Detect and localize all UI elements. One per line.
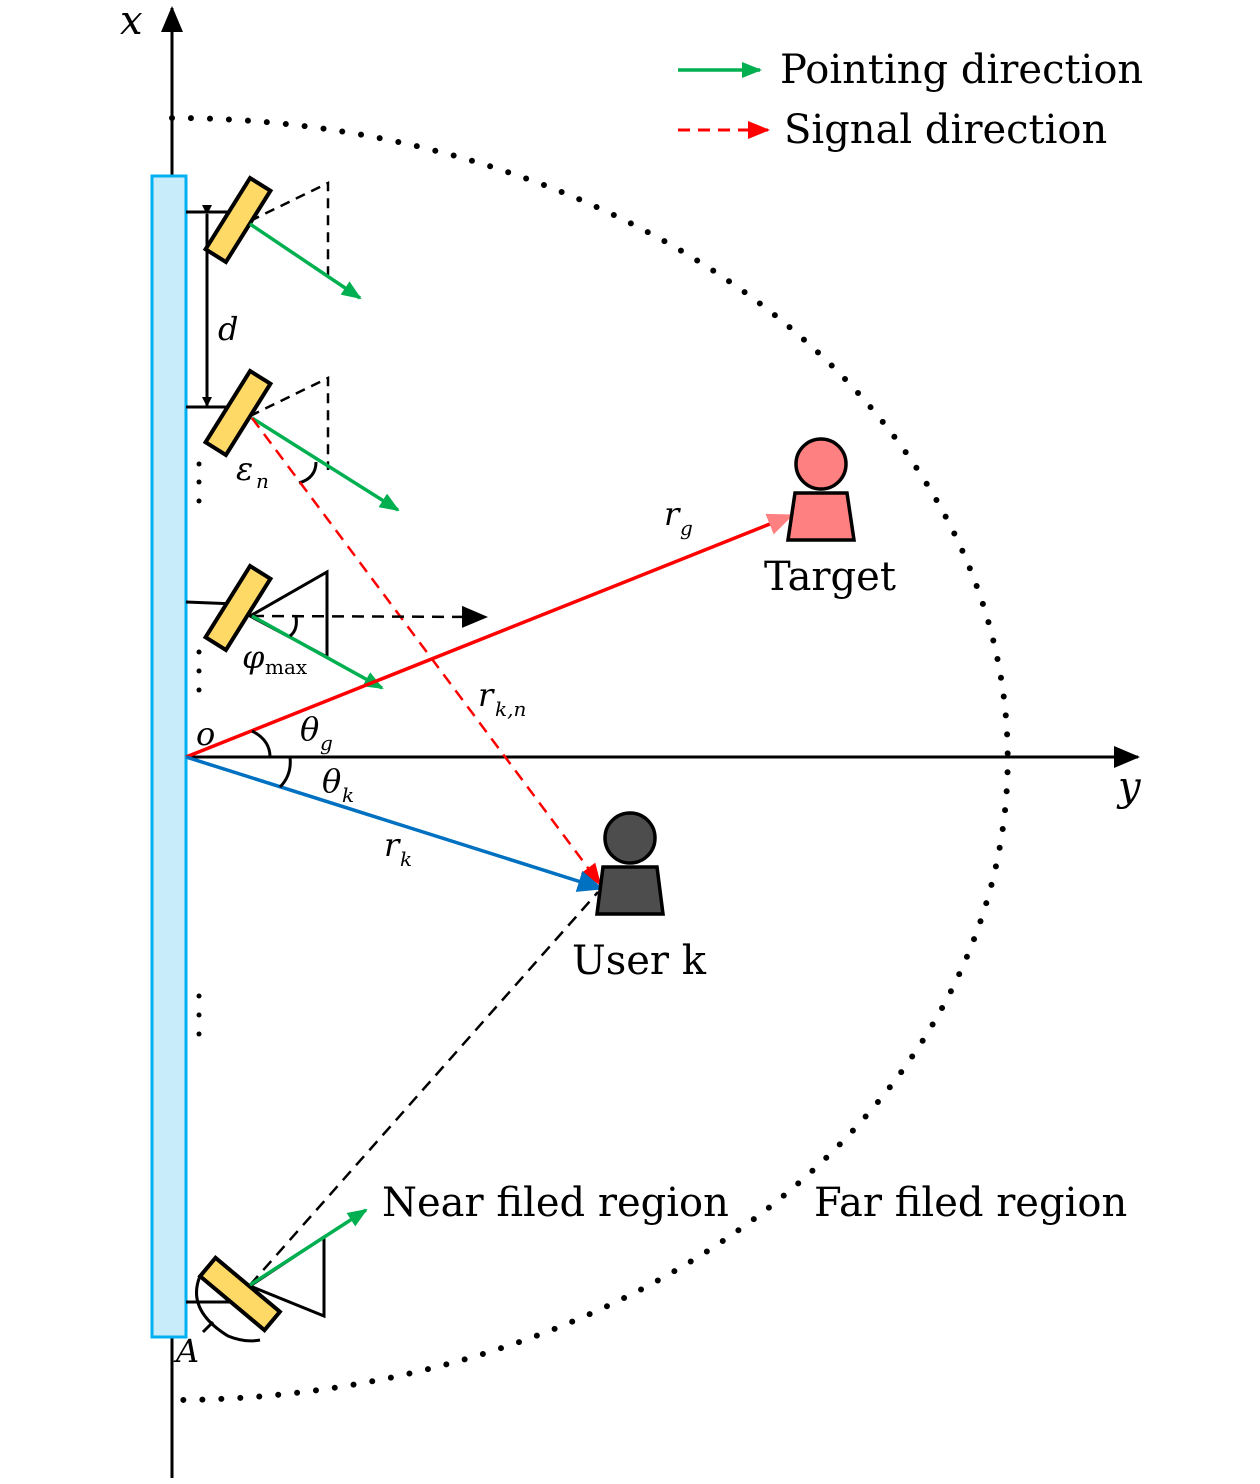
svg-text:max: max: [265, 655, 308, 679]
epsilon-label: ε n: [236, 450, 269, 493]
svg-text:g: g: [680, 516, 693, 540]
svg-text:r: r: [664, 495, 681, 533]
near-field-ray: [249, 891, 599, 1286]
r-g-label: r g: [664, 495, 693, 540]
svg-text:φ: φ: [242, 638, 265, 676]
ellipsis-dots: [196, 461, 202, 1037]
pointing-arrow: [251, 416, 400, 512]
theta-k-arc: [278, 756, 292, 789]
y-axis-label: y: [1116, 764, 1142, 810]
antenna-element-3: [185, 563, 488, 690]
phi-max-angle-arc: [289, 616, 298, 638]
signal-ray: [250, 417, 602, 886]
rotation-arc: [195, 1275, 261, 1343]
theta-g-arc: [251, 729, 272, 758]
phi-max-label: φ max: [242, 638, 308, 679]
legend-pointing-label: Pointing direction: [780, 47, 1143, 93]
origin-label: o: [196, 715, 215, 753]
pointing-arrow: [251, 614, 384, 690]
theta-k-label: θ k: [322, 762, 354, 807]
antenna-array: [150, 174, 188, 1339]
user-label: User k: [572, 938, 707, 984]
target-label: Target: [764, 554, 896, 600]
r-kn-label: r k,n: [478, 676, 526, 721]
antenna-element-2: [186, 368, 400, 512]
user-ray: [185, 755, 604, 892]
rotation-label: A: [173, 1332, 199, 1370]
x-axis-label: x: [120, 0, 143, 44]
legend-signal-label: Signal direction: [784, 107, 1107, 153]
svg-text:r: r: [384, 826, 401, 864]
epsilon-angle-arc: [298, 461, 318, 485]
svg-text:n: n: [256, 469, 269, 493]
target-icon: [785, 437, 857, 542]
boresight-arrow: [251, 605, 488, 628]
r-k-label: r k: [384, 826, 412, 871]
pointing-arrow: [249, 1208, 368, 1287]
svg-text:ε: ε: [236, 450, 253, 488]
antenna-element-4: [186, 1208, 368, 1343]
svg-text:k,n: k,n: [495, 697, 526, 721]
pointing-arrow: [249, 222, 362, 300]
near-field-label: Near filed region: [382, 1180, 729, 1226]
spacing-label: d: [218, 310, 238, 348]
user-icon: [595, 811, 665, 916]
svg-text:k: k: [400, 847, 412, 871]
antenna-element-1: [186, 175, 362, 300]
svg-text:r: r: [478, 676, 495, 714]
theta-g-label: θ g: [300, 710, 333, 755]
far-field-label: Far filed region: [814, 1180, 1127, 1226]
target-ray: [185, 513, 794, 759]
svg-text:θ: θ: [322, 762, 341, 800]
svg-text:g: g: [320, 731, 333, 755]
legend: Pointing direction Signal direction: [678, 47, 1143, 153]
svg-text:k: k: [342, 783, 354, 807]
svg-text:θ: θ: [300, 710, 319, 748]
